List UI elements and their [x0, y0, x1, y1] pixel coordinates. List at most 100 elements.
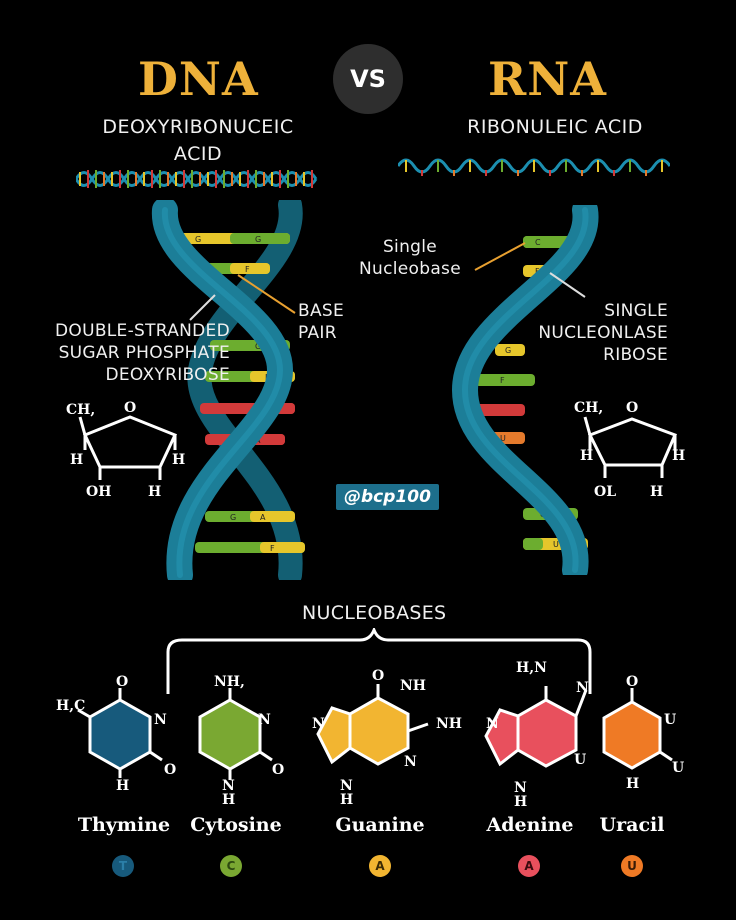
thymine-atom-h3c: H,C — [56, 698, 86, 714]
cytosine-atom-n1: N — [258, 712, 271, 728]
dna-rung-letter: G — [255, 235, 261, 244]
guanine-atom-nh2: NH — [436, 716, 463, 732]
guanine-name: Guanine — [335, 814, 425, 836]
sugar-left-oh: OH — [86, 484, 112, 500]
ribose-structure — [583, 416, 678, 478]
nucleobases-title: NUCLEOBASES — [302, 602, 447, 624]
vs-label: VS — [350, 65, 386, 93]
sugar-left-h1: H — [70, 452, 84, 468]
single-nucleobase-line1: Single — [382, 237, 438, 257]
sugar-left-h3: H — [148, 484, 162, 500]
adenine-structure — [484, 686, 588, 768]
cytosine-structure — [198, 688, 273, 780]
dna-rung-letter: G — [195, 235, 201, 244]
dna-rung-letter: A — [260, 513, 266, 522]
sugar-left-o: O — [124, 400, 137, 416]
rna-rung-letter: U — [500, 434, 506, 443]
single-nucleobase-line2: Nucleobase — [359, 259, 461, 279]
dna-label-lines — [189, 274, 296, 321]
sugar-right-ch: CH, — [574, 400, 604, 416]
dna-rung-letter: F — [245, 265, 250, 274]
base-pair-label: BASE PAIR — [298, 300, 344, 344]
single-ribose-line2: NUCLEONLASE — [538, 323, 668, 343]
adenine-atom-h: H — [514, 794, 528, 810]
deoxyribose-structure — [78, 415, 178, 480]
cytosine-badge: C — [220, 855, 242, 877]
dna-subtitle: DEOXYRIBONUCEIC ACID — [78, 114, 318, 168]
dna-subtitle-line2: ACID — [173, 143, 223, 165]
thymine-name: Thymine — [77, 814, 171, 836]
cytosine-atom-n2: N — [222, 778, 235, 794]
guanine-atom-nh1: NH — [400, 678, 427, 694]
guanine-atom-h: H — [340, 792, 354, 808]
guanine-structure — [316, 684, 429, 766]
rna-single-helix: C F G F U G U — [451, 205, 599, 575]
double-stranded-line3: DEOXYRIBOSE — [105, 365, 230, 385]
rna-rung-letter: U — [553, 540, 559, 549]
rna-subtitle: RIBONULEIC ACID — [467, 116, 643, 138]
sugar-left-ch: CH, — [66, 402, 96, 418]
dna-subtitle-line1: DEOXYRIBONUCEIC — [102, 116, 294, 138]
thymine-structure — [77, 688, 163, 778]
uracil-badge: U — [621, 855, 643, 877]
guanine-atom-n1: N — [312, 716, 325, 732]
sugar-right-h2: H — [672, 448, 686, 464]
sugar-right-ol: OL — [594, 484, 617, 500]
thymine-atom-n: N — [154, 712, 167, 728]
dna-double-helix: G G G F G F F A G A F — [151, 200, 305, 580]
thymine-atom-o2: O — [164, 762, 177, 778]
uracil-atom-u1: U — [664, 712, 677, 728]
double-stranded-line2: SUGAR PHOSPHATE — [58, 343, 230, 363]
single-ribose-line1: SINGLE — [604, 301, 668, 321]
uracil-name: Uracil — [599, 814, 665, 836]
dna-title: DNA — [138, 52, 259, 106]
rna-title: RNA — [488, 52, 607, 106]
dna-mini-strand — [76, 170, 318, 188]
guanine-atom-n3: N — [340, 778, 353, 794]
sugar-right-h1: H — [580, 448, 594, 464]
single-nucleobase-label: Single Nucleobase — [350, 236, 470, 280]
cytosine-atom-h: H — [222, 792, 236, 808]
dna-rung-letter: G — [230, 513, 236, 522]
uracil-atom-h: H — [626, 776, 640, 792]
sugar-left-h2: H — [172, 452, 186, 468]
adenine-name: Adenine — [486, 814, 574, 836]
cytosine-atom-nh2: NH, — [214, 674, 245, 690]
uracil-structure — [602, 688, 673, 770]
cytosine-name: Cytosine — [190, 814, 282, 836]
nucleobases-bracket — [166, 628, 592, 694]
adenine-badge-letter: A — [524, 859, 534, 873]
sugar-right-h3: H — [650, 484, 664, 500]
adenine-atom-u: U — [574, 752, 587, 768]
uracil-atom-u2: U — [672, 760, 685, 776]
guanine-atom-o: O — [372, 668, 385, 684]
base-pair-line1: BASE — [298, 301, 345, 321]
rna-rung-letter: C — [535, 238, 541, 247]
cytosine-atom-o: O — [272, 762, 285, 778]
rna-mini-strand — [398, 158, 670, 176]
adenine-atom-h2n: H,N — [516, 660, 547, 676]
thymine-badge-letter: T — [118, 859, 128, 873]
rna-label-lines — [474, 242, 586, 298]
base-pair-line2: PAIR — [298, 323, 337, 343]
adenine-badge: A — [518, 855, 540, 877]
double-stranded-label: DOUBLE-STRANDED SUGAR PHOSPHATE DEOXYRIB… — [40, 320, 230, 386]
adenine-atom-n3: N — [514, 780, 527, 796]
sugar-right-o: O — [626, 400, 639, 416]
dna-rung-letter: F — [270, 544, 275, 553]
adenine-atom-n2: N — [486, 716, 499, 732]
cytosine-badge-letter: C — [226, 859, 236, 873]
double-stranded-line1: DOUBLE-STRANDED — [55, 321, 230, 341]
thymine-atom-o1: O — [116, 674, 129, 690]
adenine-atom-n1: N — [576, 680, 589, 696]
uracil-atom-o: O — [626, 674, 639, 690]
thymine-atom-h: H — [116, 778, 130, 794]
rna-rung-letter: F — [500, 376, 505, 385]
watermark-handle: @bcp100 — [336, 484, 439, 510]
thymine-badge: T — [112, 855, 134, 877]
dna-rung-letter: G — [255, 342, 261, 351]
vs-badge: VS — [333, 44, 403, 114]
uracil-badge-letter: U — [627, 859, 637, 873]
guanine-badge-letter: A — [375, 859, 385, 873]
guanine-badge: A — [369, 855, 391, 877]
